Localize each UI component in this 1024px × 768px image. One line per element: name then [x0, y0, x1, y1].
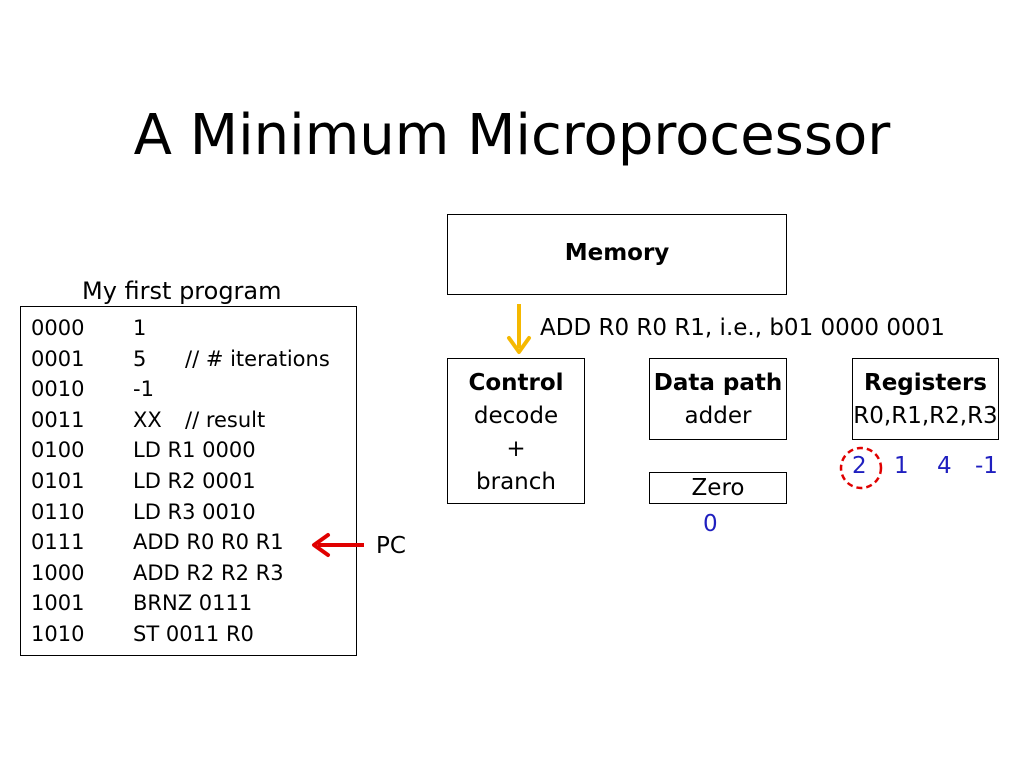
program-row: 0001 5 // # iterations: [31, 344, 351, 374]
program-instruction: LD R1 0000: [133, 438, 256, 463]
register-value-r3: -1: [975, 453, 998, 479]
program-row: 1010 ST 0011 R0: [31, 619, 351, 649]
memory-box: Memory: [447, 214, 787, 295]
datapath-line-adder: adder: [684, 403, 752, 429]
program-address: 0111: [31, 530, 85, 555]
program-address: 1000: [31, 560, 85, 585]
program-row: 0111 ADD R0 R0 R1: [31, 527, 351, 557]
registers-names: R0,R1,R2,R3: [853, 403, 998, 429]
program-address: 0001: [31, 346, 85, 371]
control-line-plus: +: [506, 436, 526, 462]
program-caption: My first program: [82, 277, 282, 305]
program-address: 0000: [31, 316, 85, 340]
program-row: 0011 XX // result: [31, 405, 351, 435]
fetched-instruction-label: ADD R0 R0 R1, i.e., b01 0000 0001: [540, 315, 945, 341]
program-instruction: 1: [133, 316, 147, 340]
program-address: 0110: [31, 499, 85, 524]
datapath-box: Data path adder: [649, 358, 787, 440]
program-address: 1010: [31, 622, 85, 646]
slide-title: A Minimum Microprocessor: [133, 103, 891, 168]
program-instruction: 5: [133, 346, 147, 371]
program-comment: // result: [185, 407, 266, 432]
pc-label: PC: [376, 533, 406, 559]
registers-box: Registers R0,R1,R2,R3: [852, 358, 999, 440]
program-row: 0000 1: [31, 313, 351, 343]
control-line-decode: decode: [473, 403, 559, 429]
program-row: 1001 BRNZ 0111: [31, 588, 351, 618]
program-row: 0010 -1: [31, 374, 351, 404]
program-address: 0011: [31, 407, 85, 432]
control-box: Control decode + branch: [447, 358, 585, 504]
control-title: Control: [468, 370, 564, 396]
program-instruction: ADD R0 R0 R1: [133, 530, 284, 555]
register-value-r1: 1: [894, 453, 909, 479]
memory-to-control-arrow: [507, 304, 531, 354]
datapath-title: Data path: [653, 370, 783, 396]
program-address: 1001: [31, 591, 85, 616]
zero-flag-value: 0: [703, 511, 718, 537]
register-value-r2: 4: [937, 453, 952, 479]
register-value-r0: 2: [852, 453, 867, 479]
zero-flag-box: Zero: [649, 472, 787, 504]
program-address: 0100: [31, 438, 85, 463]
program-address: 0101: [31, 469, 85, 493]
program-instruction: LD R3 0010: [133, 499, 256, 524]
program-instruction: -1: [133, 377, 154, 402]
program-instruction: XX: [133, 407, 162, 432]
program-instruction: LD R2 0001: [133, 469, 256, 493]
program-address: 0010: [31, 377, 85, 402]
zero-flag-label: Zero: [691, 475, 745, 501]
program-row: 0100 LD R1 0000: [31, 435, 351, 465]
program-row: 1000 ADD R2 R2 R3: [31, 558, 351, 588]
program-instruction: ADD R2 R2 R3: [133, 560, 284, 585]
program-instruction: ST 0011 R0: [133, 622, 254, 646]
program-comment: // # iterations: [185, 346, 330, 371]
program-instruction: BRNZ 0111: [133, 591, 253, 616]
control-line-branch: branch: [476, 469, 556, 495]
program-row: 0101 LD R2 0001: [31, 466, 351, 496]
memory-label: Memory: [564, 240, 670, 266]
program-row: 0110 LD R3 0010: [31, 497, 351, 527]
registers-title: Registers: [864, 370, 987, 396]
